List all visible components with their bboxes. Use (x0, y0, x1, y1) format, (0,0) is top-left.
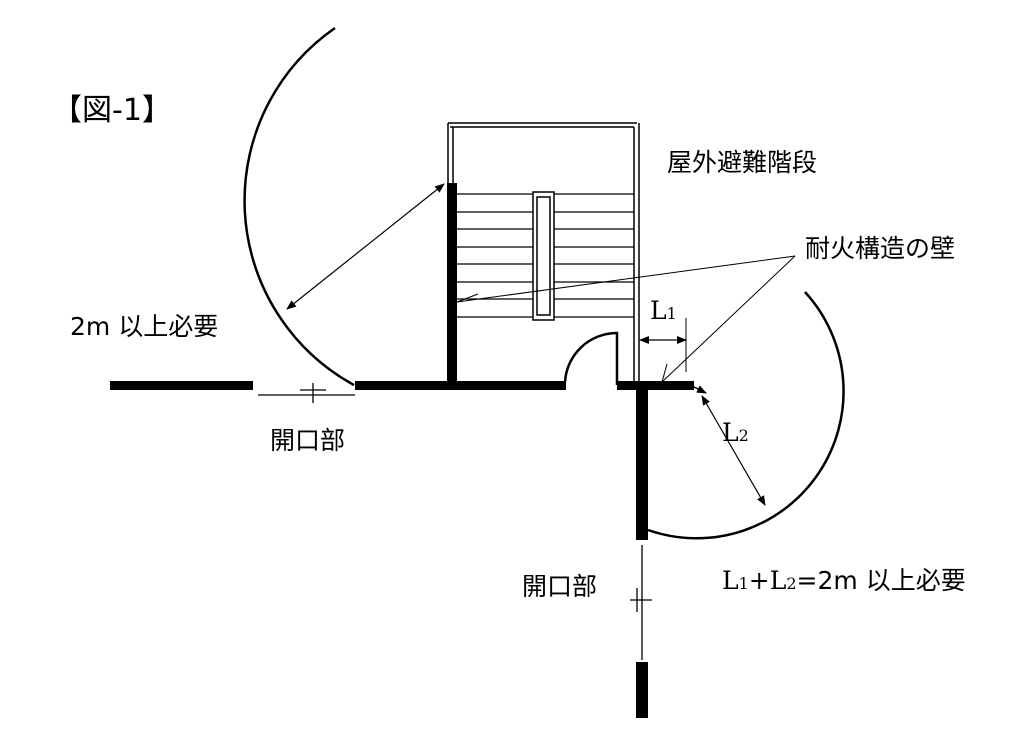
sum-l1-sub: 1 (738, 574, 749, 593)
door-swing (563, 331, 619, 385)
sum-plus: +L (748, 566, 787, 595)
left-opening (258, 383, 355, 403)
left-requirement-label: 2m 以上必要 (70, 312, 219, 341)
stair-label: 屋外避難階段 (667, 148, 818, 177)
fire-wall-leaders (456, 255, 796, 383)
l1-subscript: 1 (666, 304, 677, 323)
left-clearance-arc (243, 26, 355, 387)
right-clearance-arc (647, 291, 845, 540)
left-distance-arrow (286, 183, 445, 310)
l2-arrow (701, 395, 766, 506)
fire-wall-label: 耐火構造の壁 (805, 234, 956, 263)
sum-l2-sub: 2 (786, 574, 797, 593)
fire-resistant-walls (110, 183, 694, 718)
l2-label: L2 (722, 420, 749, 445)
l1-label: L1 (650, 298, 677, 323)
l2-subscript: 2 (738, 426, 749, 445)
l2-letter: L (722, 418, 739, 447)
bottom-opening (630, 545, 652, 660)
outdoor-stair (447, 122, 640, 383)
opening-left-label: 開口部 (270, 426, 346, 455)
sum-requirement-label: L1+L2=2m 以上必要 (722, 568, 966, 593)
sum-l1: L (722, 566, 739, 595)
sum-rest: =2m 以上必要 (796, 566, 966, 595)
figure-label: 【図-1】 (52, 93, 172, 128)
l1-letter: L (650, 296, 667, 325)
wall-end-arrow (689, 384, 707, 394)
opening-bottom-label: 開口部 (522, 572, 598, 601)
